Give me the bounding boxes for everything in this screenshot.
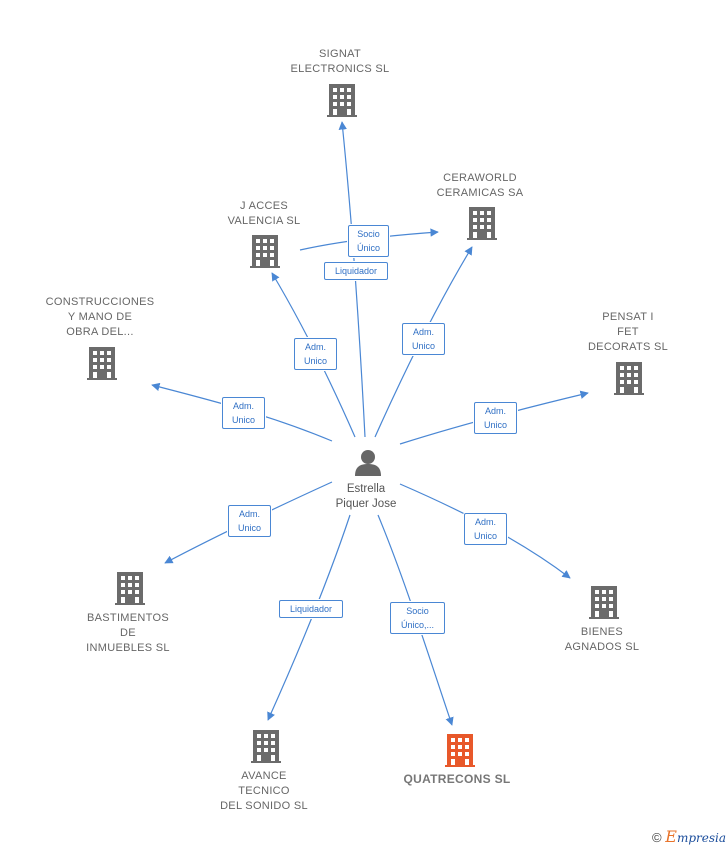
building-icon-avance[interactable] (251, 730, 281, 763)
edge-label-pensat: Adm. Unico (474, 402, 517, 434)
edge-label-bienes: Adm. Unico (464, 513, 507, 545)
edge-label-ceraworld: Adm. Unico (402, 323, 445, 355)
building-icon-ceraworld[interactable] (467, 207, 497, 240)
company-label-bastimentos[interactable]: BASTIMENTOS DE INMUEBLES SL (86, 612, 170, 654)
company-label-signat[interactable]: SIGNAT ELECTRONICS SL (290, 48, 390, 75)
brand-logo-initial: E (665, 827, 677, 846)
copyright-notice: © Empresia (652, 827, 726, 846)
building-icon-jacces[interactable] (250, 235, 280, 268)
building-icon-bastimentos[interactable] (115, 572, 145, 605)
person-name[interactable]: Estrella Piquer Jose (335, 483, 397, 510)
edge-label-construcciones: Adm. Unico (222, 397, 265, 429)
edge-label-jacces: Adm. Unico (294, 338, 337, 370)
building-icon-construcciones[interactable] (87, 347, 117, 380)
edge-label-signat: Liquidador (324, 262, 388, 280)
company-label-quatrecons[interactable]: QUATRECONS SL (403, 772, 511, 786)
edge-label-quatrecons: Socio Único,... (390, 602, 445, 634)
person-icon[interactable] (355, 450, 381, 476)
company-label-construcciones[interactable]: CONSTRUCCIONES Y MANO DE OBRA DEL... (45, 296, 155, 338)
building-icon-quatrecons[interactable] (445, 734, 475, 767)
company-label-bienes[interactable]: BIENES AGNADOS SL (564, 626, 640, 653)
company-label-jacces[interactable]: J ACCES VALENCIA SL (227, 200, 301, 227)
building-icon-signat[interactable] (327, 84, 357, 117)
company-label-avance[interactable]: AVANCE TECNICO DEL SONIDO SL (220, 770, 308, 812)
building-icon-bienes[interactable] (589, 586, 619, 619)
brand-logo: mpresia (676, 831, 726, 845)
building-icon-pensat[interactable] (614, 362, 644, 395)
edge-label-bastimentos: Adm. Unico (228, 505, 271, 537)
company-label-pensat[interactable]: PENSAT I FET DECORATS SL (587, 311, 669, 353)
edge-label-avance: Liquidador (279, 600, 343, 618)
copyright-symbol: © (652, 830, 662, 845)
edge-label-jacces-ceraworld: Socio Único (348, 225, 389, 257)
company-label-ceraworld[interactable]: CERAWORLD CERAMICAS SA (436, 172, 524, 199)
edge-avance (267, 514, 351, 721)
